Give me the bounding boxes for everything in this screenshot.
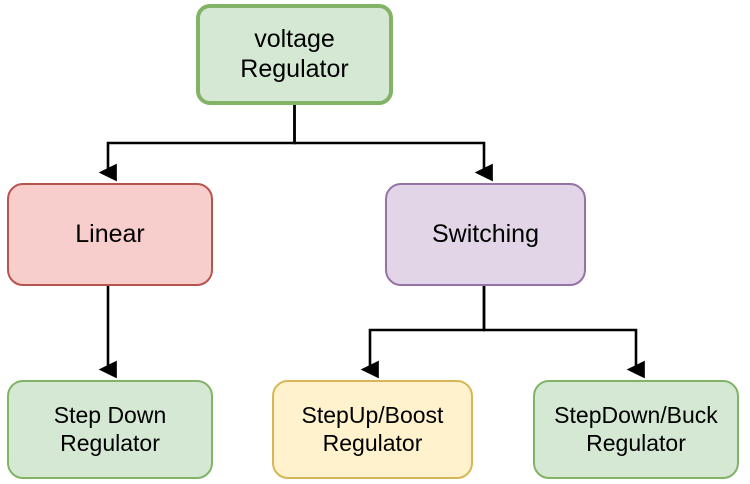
node-switching[interactable]: Switching bbox=[385, 183, 586, 286]
edge-switching-to-step-up-boost bbox=[360, 286, 486, 379]
node-label-linear: Linear bbox=[75, 219, 145, 248]
node-step-up-boost-regulator[interactable]: StepUp/Boost Regulator bbox=[272, 380, 473, 479]
edge-root-to-switching bbox=[293, 105, 493, 182]
node-label-step-up-boost-regulator: StepUp/Boost Regulator bbox=[301, 402, 444, 456]
node-step-down-buck-regulator[interactable]: StepDown/Buck Regulator bbox=[533, 380, 739, 479]
node-label-step-down-buck-regulator: StepDown/Buck Regulator bbox=[554, 402, 718, 456]
node-label-switching: Switching bbox=[432, 219, 539, 248]
node-label-step-down-regulator: Step Down Regulator bbox=[53, 402, 167, 456]
edge-switching-to-step-down-buck bbox=[482, 286, 645, 379]
edge-root-to-linear bbox=[98, 105, 296, 182]
node-step-down-regulator[interactable]: Step Down Regulator bbox=[7, 380, 213, 479]
node-linear[interactable]: Linear bbox=[7, 183, 213, 286]
node-voltage-regulator[interactable]: voltage Regulator bbox=[196, 4, 393, 105]
node-label-voltage-regulator: voltage Regulator bbox=[240, 25, 349, 83]
